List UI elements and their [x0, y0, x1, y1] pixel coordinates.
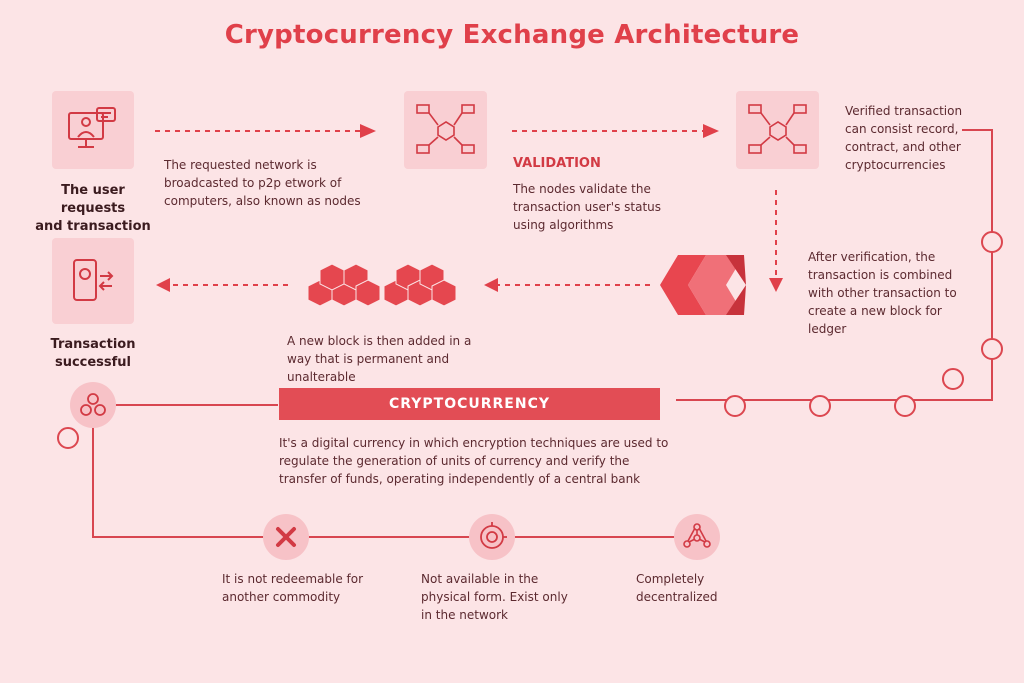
cryptocurrency-banner: CRYPTOCURRENCY	[279, 388, 660, 420]
loop-ring	[724, 395, 746, 417]
loop-ring	[57, 427, 79, 449]
virtual-only-badge	[469, 514, 515, 560]
cross-icon	[276, 527, 296, 547]
validation-text: The nodes validate the transaction user'…	[513, 182, 662, 232]
new-block-text: A new block is then added in a way that …	[287, 334, 472, 384]
decentralized-icon	[683, 523, 711, 548]
broadcast-text: The requested network is broadcasted to …	[164, 158, 361, 208]
transaction-success-label: Transaction successful	[50, 337, 136, 370]
verified-text: Verified transaction can consist record,…	[845, 104, 963, 172]
validation-heading: VALIDATION	[513, 156, 601, 171]
double-chevron-icon	[660, 255, 746, 315]
loop-ring	[942, 368, 964, 390]
blocks-icon	[307, 263, 457, 307]
network-tile-2	[736, 91, 819, 169]
user-computer-icon	[68, 107, 116, 148]
after-verification-text: After verification, the transaction is c…	[808, 250, 957, 336]
user-request-tile	[52, 91, 134, 169]
decentralized-badge	[674, 514, 720, 560]
coins-icon	[80, 393, 106, 416]
user-request-label: The user requests and transaction	[35, 183, 151, 234]
mobile-payment-tile	[52, 238, 134, 324]
feature-virtual-only: Not available in the physical form. Exis…	[421, 572, 568, 622]
loop-ring	[894, 395, 916, 417]
loop-ring	[981, 231, 1003, 253]
network-nodes-icon	[416, 104, 475, 154]
network-tile-1	[404, 91, 487, 169]
loop-ring	[809, 395, 831, 417]
loop-ring	[981, 338, 1003, 360]
crypto-description: It's a digital currency in which encrypt…	[279, 436, 669, 486]
circuit-icon	[480, 522, 507, 549]
feature-decentralized: Completely decentralized	[636, 572, 718, 604]
not-redeemable-badge	[263, 514, 309, 560]
network-nodes-icon	[748, 104, 807, 154]
page-title: Cryptocurrency Exchange Architecture	[224, 20, 800, 50]
mobile-payment-icon	[73, 259, 114, 301]
coins-badge	[70, 382, 116, 428]
feature-not-redeemable: It is not redeemable for another commodi…	[222, 572, 364, 604]
